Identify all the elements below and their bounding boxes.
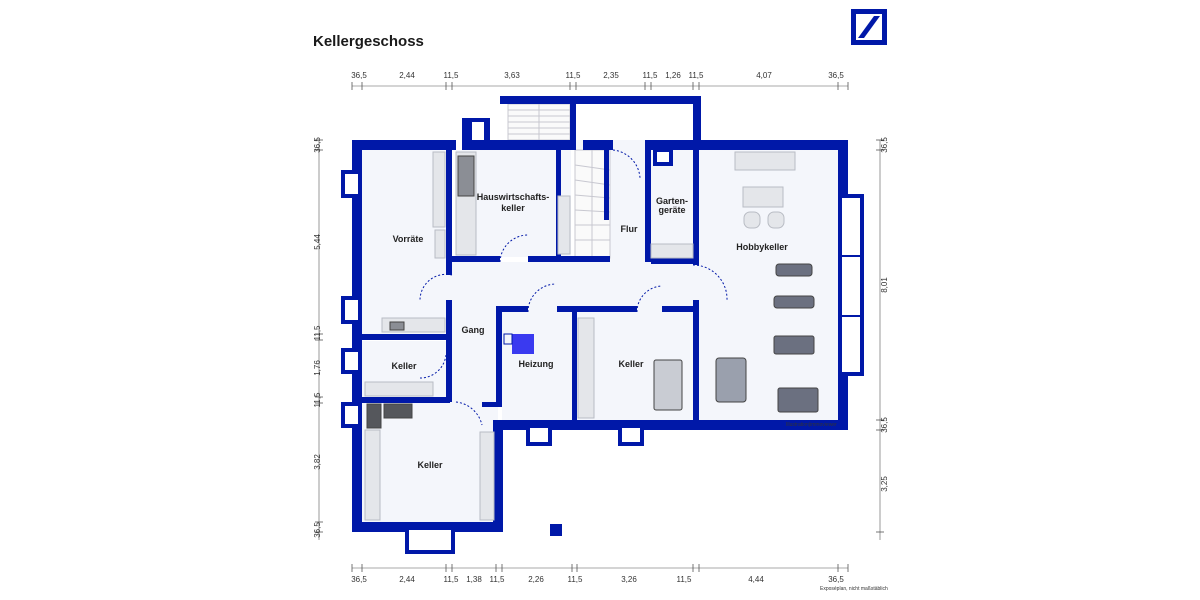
dim-right-3: 36,5 — [880, 417, 889, 433]
rowing-machine-icon — [773, 295, 815, 309]
dim-left-1: 36,5 — [313, 137, 322, 153]
room-label-flur: Flur — [621, 224, 638, 234]
room-label-hauswirtschaft-1: Hauswirtschafts- — [477, 192, 550, 202]
dim-top-5: 11,5 — [566, 71, 582, 80]
shelf-keller-bottom-right — [479, 431, 495, 521]
wall-top-stair — [500, 96, 700, 104]
room-label-keller-mid: Keller — [618, 359, 644, 369]
wall-right-lower — [493, 420, 503, 532]
dim-bottom-6: 2,26 — [528, 575, 544, 584]
gym-equipment — [366, 155, 819, 429]
dim-bottom-8: 3,26 — [621, 575, 637, 584]
illustration-credit: Illustration|immoviewer — [786, 422, 837, 428]
window-panes — [840, 255, 862, 317]
heating-pipe-icon — [503, 333, 513, 345]
dim-top-6: 2,35 — [603, 71, 619, 80]
room-label-keller-bottom: Keller — [417, 460, 443, 470]
room-label-hobbykeller: Hobbykeller — [736, 242, 788, 252]
plan-disclaimer: Exposéplan, nicht maßstäblich — [820, 586, 888, 592]
dim-top-7: 11,5 — [643, 71, 659, 80]
shelf-garten — [650, 243, 694, 259]
shelf-vorraete — [432, 151, 446, 228]
room-label-gang: Gang — [461, 325, 484, 335]
room-label-garten-1: Garten- — [656, 196, 688, 206]
room-label-garten-2: geräte — [658, 205, 685, 215]
dim-left-6: 3,82 — [313, 454, 322, 470]
dim-bottom-5: 11,5 — [490, 575, 506, 584]
dimension-lines — [315, 82, 884, 572]
dim-top-11: 36,5 — [828, 71, 844, 80]
heating-unit-icon — [512, 334, 534, 354]
shelf-keller-bottom-left — [364, 429, 381, 521]
chimney-icon — [550, 524, 562, 536]
dim-bottom-3: 11,5 — [444, 575, 460, 584]
desk-hobby — [734, 151, 796, 171]
wall-top-stair-left — [570, 96, 576, 150]
wall-top-left — [352, 140, 456, 150]
storage-box-icon — [366, 403, 382, 429]
wall-bottom-right — [493, 420, 848, 430]
dim-left-2: 5,44 — [313, 234, 322, 250]
dimensions-bottom: 36,5 2,44 11,5 1,38 11,5 2,26 11,5 3,26 … — [351, 575, 844, 584]
room-label-heizung: Heizung — [519, 359, 554, 369]
dim-top-3: 11,5 — [444, 71, 460, 80]
dim-top-8: 1,26 — [665, 71, 681, 80]
dim-left-4: 1,76 — [313, 360, 322, 376]
shoe-rack-icon — [457, 155, 475, 197]
floor-heizung — [502, 312, 572, 420]
dimensions-left: 36,5 5,44 11,5 1,76 11,5 3,82 36,5 — [313, 137, 322, 538]
ski-icon — [653, 359, 683, 411]
dim-top-4: 3,63 — [504, 71, 520, 80]
windows — [341, 118, 864, 554]
shelf-keller-mid — [577, 317, 595, 419]
dimensions-right: 36,5 8,01 36,5 3,25 — [880, 137, 889, 492]
dim-bottom-2: 2,44 — [399, 575, 415, 584]
room-label-vorraete: Vorräte — [393, 234, 424, 244]
dim-top-9: 11,5 — [689, 71, 705, 80]
dim-bottom-4: 1,38 — [466, 575, 482, 584]
wall-top-garten — [645, 140, 845, 150]
shelf-hw-right — [557, 195, 571, 255]
dim-bottom-10: 4,44 — [748, 575, 764, 584]
room-label-keller-small: Keller — [391, 361, 417, 371]
wall-left — [352, 140, 362, 532]
dim-bottom-7: 11,5 — [568, 575, 584, 584]
table-hobby — [742, 186, 784, 208]
chair-hobby-2 — [767, 211, 785, 229]
page-title: Kellergeschoss — [313, 33, 424, 50]
deutsche-bank-logo-icon — [851, 9, 887, 45]
floor-gang-lower — [450, 262, 498, 422]
bench-press-icon — [773, 335, 815, 355]
treadmill-icon — [775, 263, 813, 277]
wall-top-mid — [490, 140, 575, 150]
dim-bottom-9: 11,5 — [677, 575, 693, 584]
dim-left-5: 11,5 — [313, 392, 322, 408]
floor-keller-bottom — [362, 402, 498, 522]
storage-box-icon-3 — [389, 321, 405, 331]
doors — [419, 149, 728, 426]
storage-box-icon-2 — [383, 403, 413, 419]
dim-top-2: 2,44 — [399, 71, 415, 80]
chair-hobby-1 — [743, 211, 761, 229]
room-label-hauswirtschaft-2: keller — [501, 203, 525, 213]
wall-top-right-stub — [693, 96, 701, 150]
room-labels: Vorräte Hauswirtschafts- keller Flur Gar… — [391, 192, 788, 470]
weight-rack-icon — [777, 387, 819, 413]
dim-right-2: 8,01 — [880, 277, 889, 293]
wall-top-flur — [583, 140, 613, 150]
dim-bottom-11: 36,5 — [828, 575, 844, 584]
dimensions-top: 36,5 2,44 11,5 3,63 11,5 2,35 11,5 1,26 … — [351, 71, 844, 80]
dim-right-1: 36,5 — [880, 137, 889, 153]
dim-left-7: 36,5 — [313, 522, 322, 538]
shelf-keller-small — [364, 381, 434, 397]
dumbbell-icon — [715, 357, 747, 403]
dim-right-4: 3,25 — [880, 476, 889, 492]
dim-top-10: 4,07 — [756, 71, 772, 80]
dim-bottom-1: 36,5 — [351, 575, 367, 584]
dim-top-1: 36,5 — [351, 71, 367, 80]
table-vorraete — [434, 229, 446, 259]
dim-left-3: 11,5 — [313, 325, 322, 341]
floor-garten — [651, 150, 693, 260]
